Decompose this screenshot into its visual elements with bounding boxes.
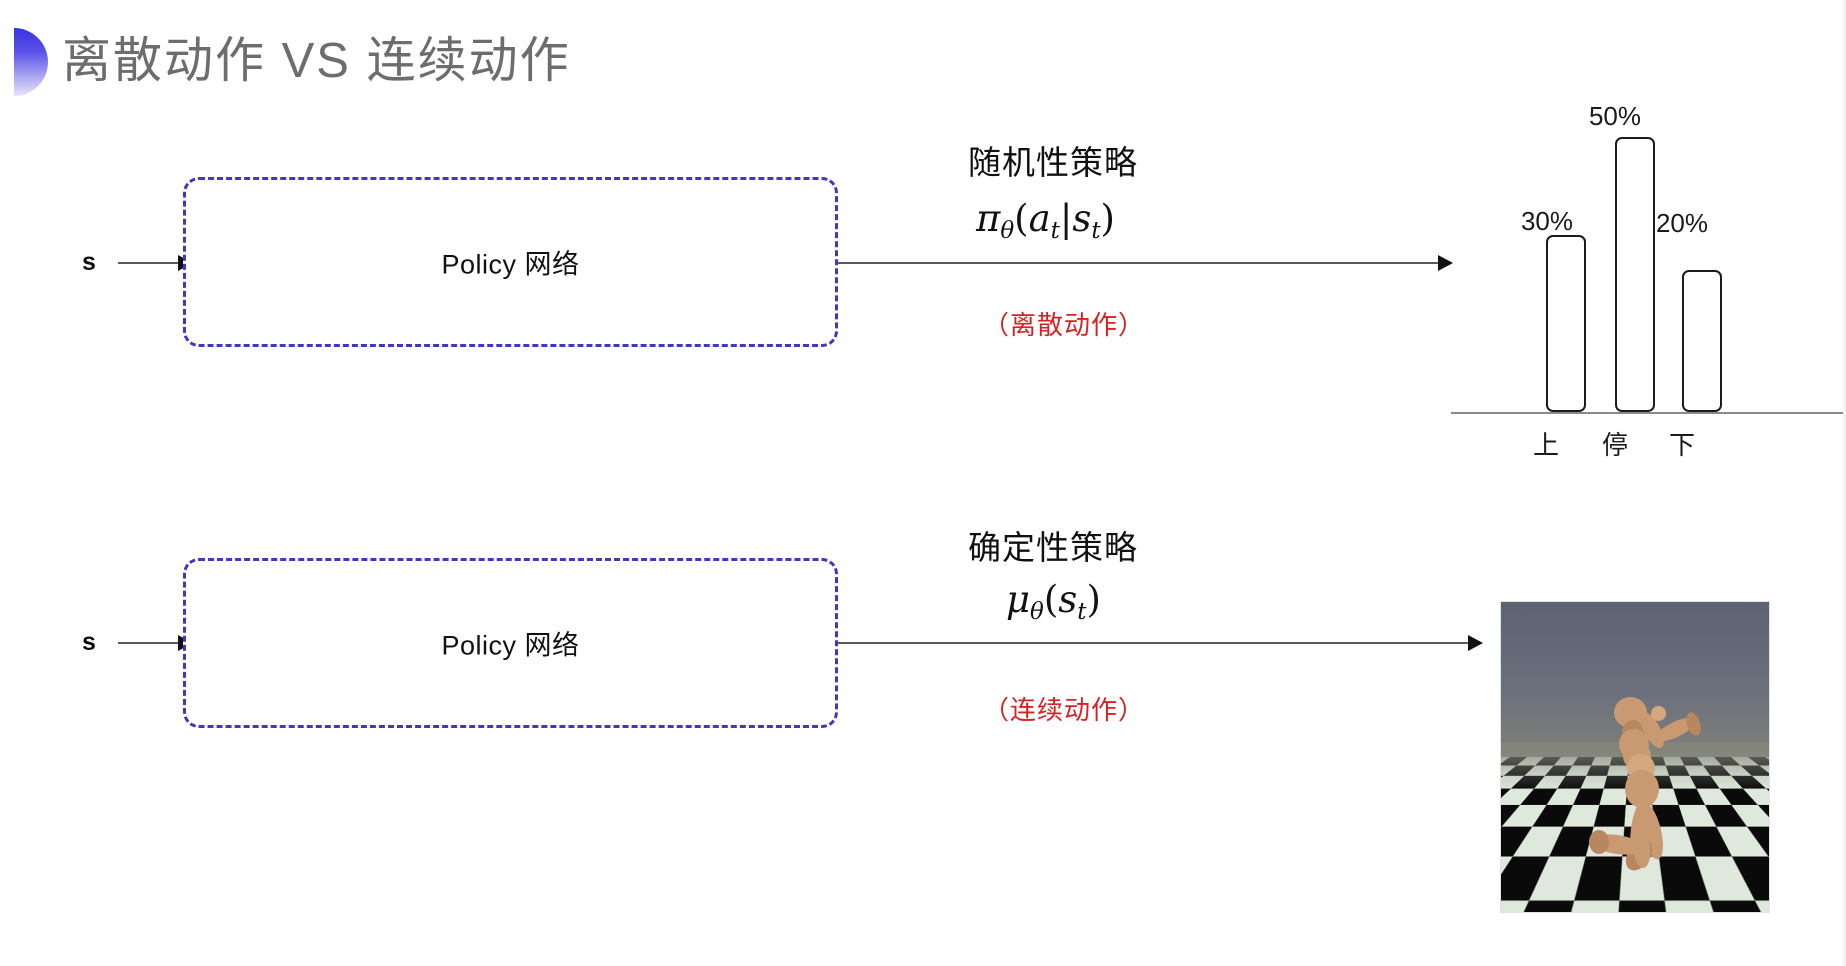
formula-mu: μ <box>1006 578 1031 621</box>
output-arrow-head-continuous <box>1468 635 1483 651</box>
humanoid-simulation-thumbnail <box>1500 601 1770 913</box>
formula-close-paren-2: ) <box>1086 578 1101 621</box>
formula-state-2: s <box>1058 578 1078 621</box>
output-arrow-line-discrete <box>838 262 1440 264</box>
bar-value-0: 30% <box>1520 206 1574 236</box>
formula-pi-subscript: θ <box>1000 217 1015 244</box>
output-arrow-line-continuous <box>838 642 1470 644</box>
formula-open-paren: ( <box>1014 197 1029 240</box>
humanoid-knee-left <box>1589 830 1609 854</box>
input-arrow-line-discrete <box>118 262 180 264</box>
half-circle-gradient-bullet-icon <box>14 28 48 96</box>
bar-value-1: 50% <box>1588 101 1642 131</box>
formula-open-paren-2: ( <box>1043 578 1059 621</box>
annotation-note-continuous: （连续动作） <box>983 695 1146 725</box>
annotation-formula-deterministic: μθ(st) <box>1006 578 1101 625</box>
formula-state: s <box>1072 197 1092 240</box>
formula-action-subscript: t <box>1050 217 1060 244</box>
formula-close-paren: ) <box>1100 197 1115 240</box>
bar-1 <box>1615 137 1655 412</box>
formula-state-subscript: t <box>1091 217 1101 244</box>
humanoid-hand-right <box>1651 706 1666 721</box>
annotation-title-stochastic: 随机性策略 <box>968 144 1138 181</box>
policy-network-box-continuous[interactable]: Policy 网络 <box>183 558 838 728</box>
bar-0 <box>1546 235 1586 412</box>
chart-x-axis <box>1451 412 1846 414</box>
bar-value-2: 20% <box>1655 208 1709 238</box>
input-state-label-continuous: s <box>82 628 96 656</box>
discrete-action-bar-chart: 30% 50% 20% <box>1490 95 1840 412</box>
input-state-label-discrete: s <box>82 248 96 276</box>
formula-pi: π <box>976 197 1001 240</box>
output-arrow-head-discrete <box>1438 255 1453 271</box>
input-arrow-line-continuous <box>118 642 180 644</box>
page-title: 离散动作 VS 连续动作 <box>62 34 571 88</box>
bar-2 <box>1682 270 1722 412</box>
policy-network-label-discrete: Policy 网络 <box>441 249 580 280</box>
slide-right-edge <box>1843 0 1846 966</box>
bar-category-1: 停 <box>1601 430 1628 460</box>
policy-network-box-discrete[interactable]: Policy 网络 <box>183 177 838 347</box>
formula-state-2-subscript: t <box>1077 598 1087 625</box>
annotation-formula-stochastic: πθ(at|st) <box>976 197 1115 244</box>
annotation-note-discrete: （离散动作） <box>983 310 1146 340</box>
formula-mu-subscript: θ <box>1030 598 1044 625</box>
policy-network-label-continuous: Policy 网络 <box>441 630 580 661</box>
bar-category-2: 下 <box>1668 430 1695 460</box>
formula-action: a <box>1028 197 1051 240</box>
bar-category-0: 上 <box>1532 430 1559 460</box>
annotation-title-deterministic: 确定性策略 <box>968 529 1138 566</box>
formula-bar: | <box>1059 197 1073 240</box>
